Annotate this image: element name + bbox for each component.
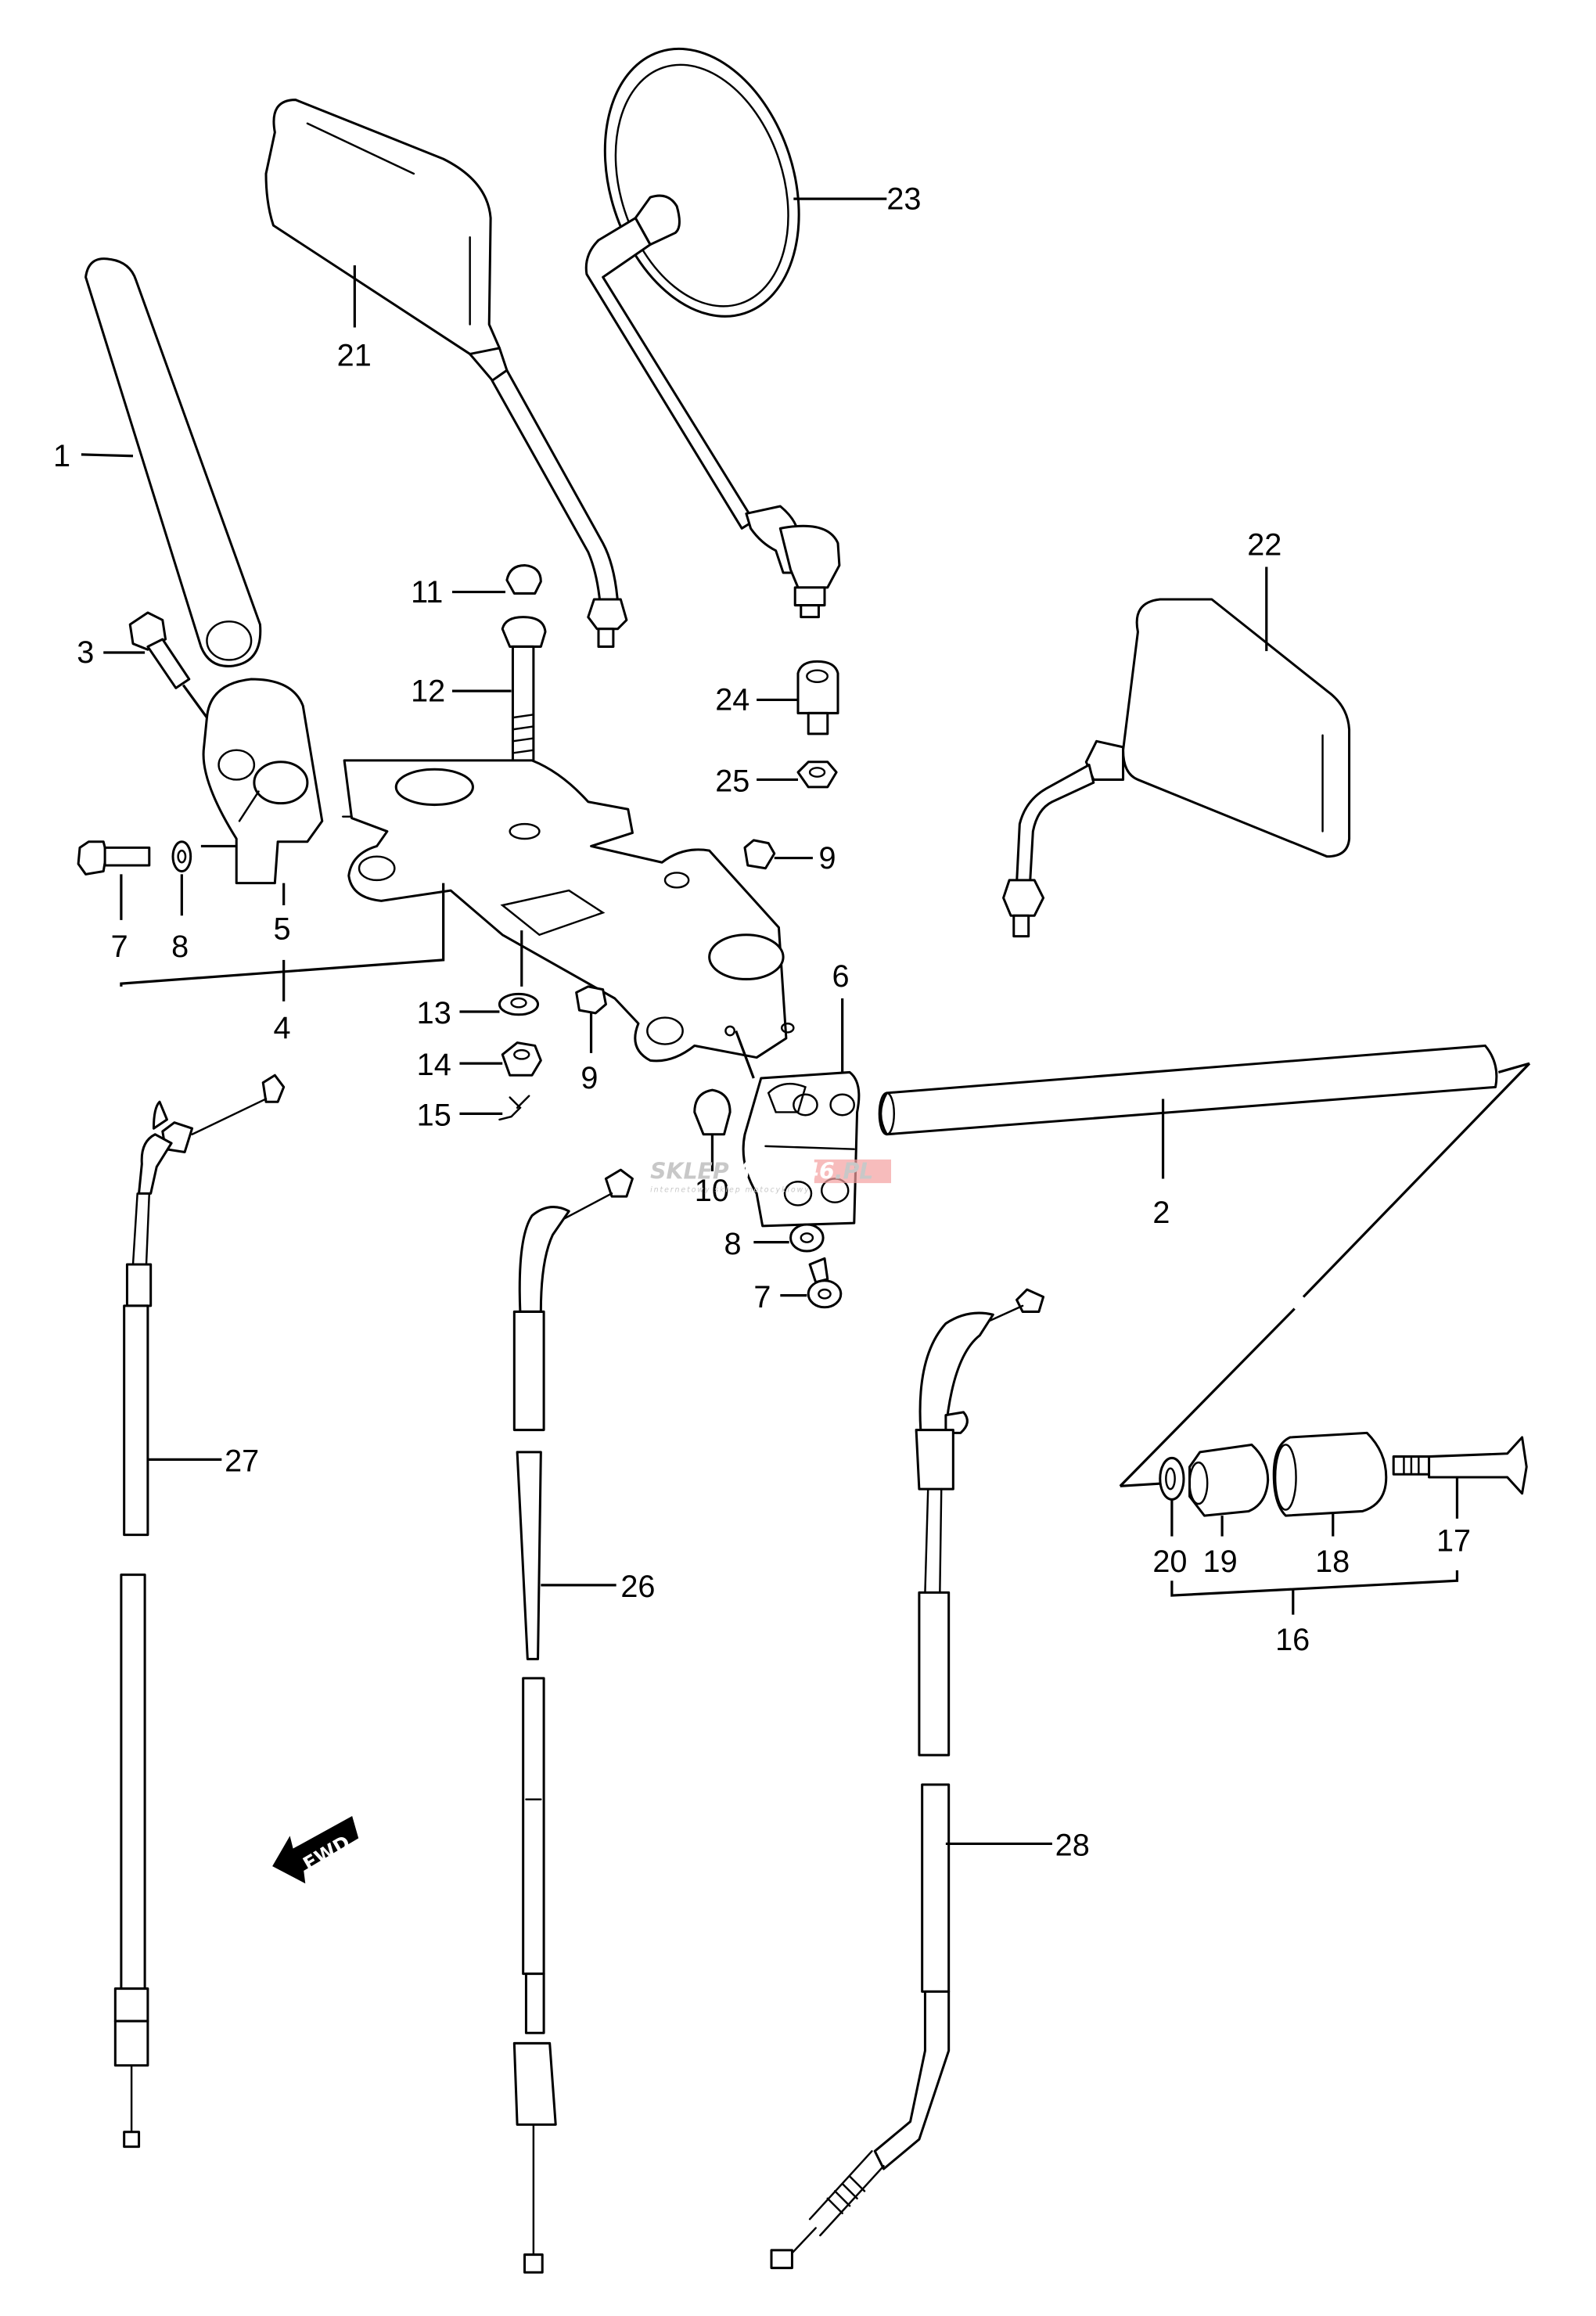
- watermark-prefix: SKLEP: [650, 1158, 729, 1184]
- callout-7b: 7: [753, 1280, 771, 1314]
- callout-11: 11: [411, 575, 443, 610]
- callout-3: 3: [77, 635, 94, 670]
- callout-26: 26: [620, 1570, 655, 1604]
- callout-10: 10: [695, 1174, 729, 1208]
- part-9-cushion-lower[interactable]: [575, 985, 607, 1015]
- watermark-highlight: MOTO46: [729, 1158, 835, 1184]
- part-1-handlebar-left[interactable]: [84, 257, 262, 667]
- part-22-mirror-right[interactable]: [1002, 598, 1351, 938]
- part-8-washer-right[interactable]: [789, 1223, 825, 1253]
- callout-19: 19: [1203, 1545, 1238, 1579]
- part-19-balancer[interactable]: [1188, 1443, 1270, 1517]
- callout-7a: 7: [111, 930, 128, 964]
- callout-8b: 8: [724, 1227, 742, 1261]
- watermark-tagline: internetowy sklep motocyklowy: [650, 1185, 811, 1194]
- callout-16: 16: [1275, 1623, 1310, 1657]
- fwd-arrow-icon: FWD: [272, 1816, 359, 1884]
- part-7-bolt-left[interactable]: [77, 840, 151, 876]
- part-24-adaptor[interactable]: [796, 660, 839, 735]
- callout-14: 14: [417, 1048, 451, 1082]
- callout-2: 2: [1152, 1196, 1170, 1230]
- part-8-washer-left[interactable]: [171, 840, 192, 873]
- part-28-clutch-cable[interactable]: [770, 1288, 1045, 2270]
- callout-6: 6: [832, 959, 849, 994]
- part-13-washer[interactable]: [498, 992, 540, 1016]
- part-9-cushion-upper[interactable]: [743, 839, 776, 870]
- callout-25: 25: [715, 764, 749, 799]
- callout-17: 17: [1436, 1523, 1471, 1558]
- part-4-handlebar-holder[interactable]: [341, 759, 795, 1063]
- callout-15: 15: [417, 1098, 451, 1132]
- part-10-cap[interactable]: [693, 1088, 732, 1136]
- part-23-mirror-round[interactable]: [573, 23, 841, 619]
- callout-9a: 9: [818, 841, 836, 876]
- callout-8a: 8: [171, 930, 189, 964]
- part-7-bolt-right[interactable]: [807, 1257, 843, 1309]
- part-15-cotter-pin[interactable]: [498, 1095, 530, 1121]
- part-20-washer[interactable]: [1159, 1456, 1185, 1501]
- callout-12: 12: [411, 674, 445, 708]
- part-26-throttle-cable[interactable]: [512, 1168, 634, 2274]
- part-5-holder-left[interactable]: [202, 678, 324, 885]
- callout-23: 23: [886, 182, 921, 216]
- watermark-suffix: .PL: [835, 1158, 874, 1184]
- callout-24: 24: [715, 683, 749, 717]
- part-18-balancer[interactable]: [1272, 1431, 1388, 1517]
- svg-text:SKLEPMOTO46.PL: SKLEPMOTO46.PL: [650, 1158, 873, 1184]
- callout-27: 27: [225, 1444, 259, 1478]
- callout-5: 5: [273, 912, 290, 946]
- part-21-mirror-left[interactable]: [264, 99, 628, 648]
- callout-1: 1: [53, 439, 70, 473]
- callout-21: 21: [337, 339, 372, 373]
- callout-22: 22: [1247, 527, 1281, 562]
- callout-20: 20: [1152, 1545, 1187, 1579]
- part-11-cap[interactable]: [505, 564, 542, 595]
- callout-4: 4: [273, 1011, 290, 1045]
- callout-13: 13: [417, 996, 451, 1030]
- part-3-bolt[interactable]: [128, 611, 191, 689]
- callout-28: 28: [1055, 1829, 1090, 1863]
- callout-18: 18: [1315, 1545, 1350, 1579]
- watermark: SKLEPMOTO46.PL internetowy sklep motocyk…: [650, 1158, 891, 1194]
- part-14-nut[interactable]: [501, 1041, 542, 1077]
- part-2-handlebar-right[interactable]: [878, 1044, 1498, 1136]
- part-27-throttle-cable[interactable]: [113, 1073, 286, 2149]
- part-12-bolt[interactable]: [501, 616, 547, 781]
- part-6-holder-right[interactable]: [742, 1070, 861, 1228]
- part-17-screw[interactable]: [1392, 1436, 1528, 1495]
- callout-9b: 9: [581, 1061, 598, 1095]
- part-25-nut[interactable]: [796, 761, 838, 789]
